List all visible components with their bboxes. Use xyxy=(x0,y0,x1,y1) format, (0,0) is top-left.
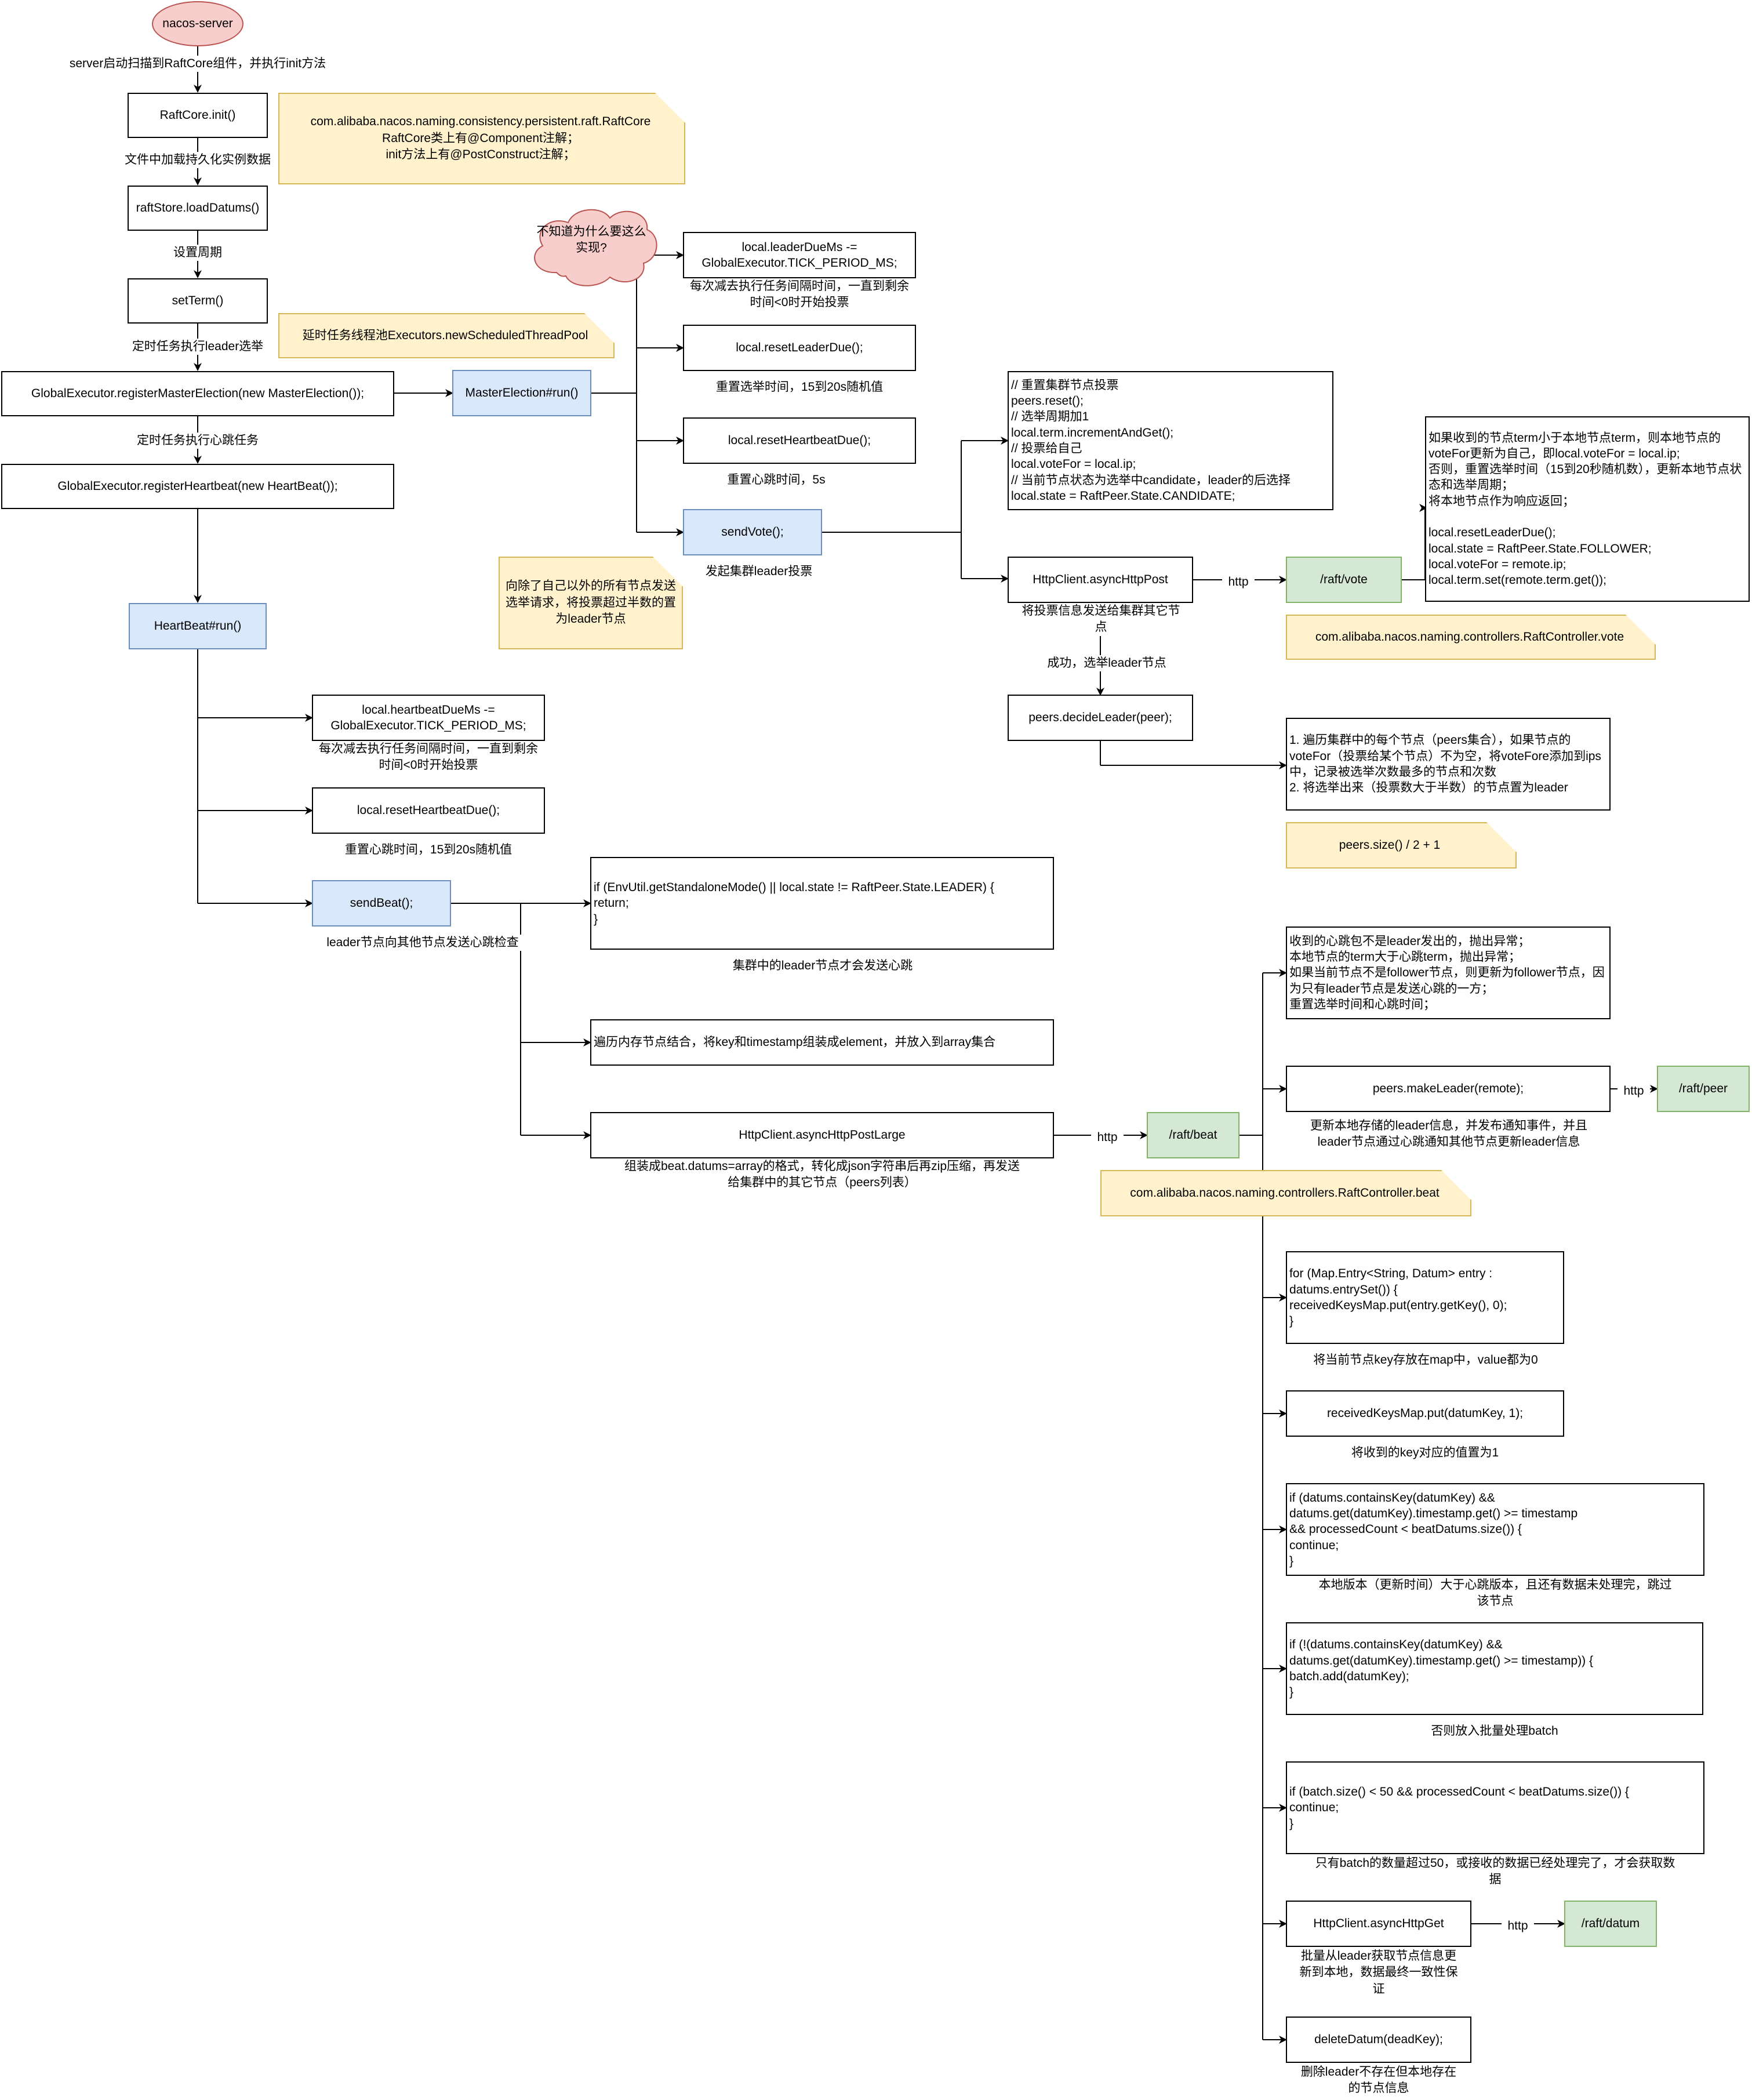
received-put-node: receivedKeysMap.put(datumKey, 1); xyxy=(1286,1390,1564,1437)
raft-datum-endpoint: /raft/datum xyxy=(1564,1901,1657,1947)
leader-due-ms-node: local.leaderDueMs -= GlobalExecutor.TICK… xyxy=(683,232,916,278)
nacos-server-start: nacos-server xyxy=(152,1,243,46)
if-contains-node: if (datums.containsKey(datumKey) && datu… xyxy=(1286,1483,1704,1576)
note-raftcore-component: com.alibaba.nacos.naming.consistency.per… xyxy=(278,93,685,184)
label-received-put-desc: 将收到的key对应的值置为1 xyxy=(1286,1445,1564,1462)
label-heartbeat-due-desc: 每次减去执行任务间隔时间，一直到剩余 时间<0时开始投票 xyxy=(300,741,557,774)
decide-leader-node: peers.decideLeader(peer); xyxy=(1008,695,1193,741)
question-cloud-text: 不知道为什么要这么 实现? xyxy=(536,225,646,255)
note-vote-to-others: 向除了自己以外的所有节点发送选举请求，将投票超过半数的置为leader节点 xyxy=(499,557,683,649)
label-http-4: http xyxy=(1502,1918,1534,1935)
label-for-entry-desc: 将当前节点key存放在map中，value都为0 xyxy=(1274,1352,1577,1369)
label-reset-leader-desc: 重置选举时间，15到20s随机值 xyxy=(695,379,904,396)
label-post-large-desc: 组装成beat.datums=array的格式，转化成json字符串后再zip压… xyxy=(590,1158,1054,1191)
traverse-datums-node: 遍历内存节点结合，将key和timestamp组装成element，并放入到ar… xyxy=(590,1019,1054,1066)
master-election-run-node: MasterElection#run() xyxy=(452,370,591,416)
raftstore-load-node: raftStore.loadDatums() xyxy=(128,186,268,231)
label-async-post-vote-desc: 将投票信息发送给集群其它节 点 xyxy=(996,603,1206,636)
delete-datum-node: deleteDatum(deadKey); xyxy=(1286,2017,1471,2063)
note-raft-controller-beat: com.alibaba.nacos.naming.controllers.Raf… xyxy=(1100,1170,1471,1216)
set-term-node: setTerm() xyxy=(128,278,268,324)
standalone-check-node: if (EnvUtil.getStandaloneMode() || local… xyxy=(590,857,1054,950)
question-cloud-shape xyxy=(534,209,657,286)
if-batch-size-node: if (batch.size() < 50 && processedCount … xyxy=(1286,1761,1704,1854)
for-entry-node: for (Map.Entry<String, Datum> entry : da… xyxy=(1286,1251,1564,1344)
decide-leader-desc-node: 1. 遍历集群中的每个节点（peers集合），如果节点的voteFor（投票给某… xyxy=(1286,718,1611,811)
vote-code-node: // 重置集群节点投票 peers.reset(); // 选举周期加1 loc… xyxy=(1008,371,1333,510)
label-delete-datum-desc: 删除leader不存在但本地存在 的节点信息 xyxy=(1280,2064,1477,2097)
label-standalone-desc: 集群中的leader节点才会发送心跳 xyxy=(706,958,939,975)
label-http-2: http xyxy=(1091,1129,1124,1146)
label-set-period: 设置周期 xyxy=(157,245,239,261)
label-if-not-contains-desc: 否则放入批量处理batch xyxy=(1355,1723,1634,1740)
label-send-vote-desc: 发起集群leader投票 xyxy=(683,564,835,580)
label-success-elect: 成功，选举leader节点 xyxy=(1025,655,1188,672)
note-majority: peers.size() / 2 + 1 xyxy=(1286,822,1517,869)
async-http-get-node: HttpClient.asyncHttpGet xyxy=(1286,1901,1471,1947)
label-server-scan: server启动扫描到RaftCore组件，并执行init方法 xyxy=(52,56,343,72)
reset-heartbeat-due-node-2: local.resetHeartbeatDue(); xyxy=(312,787,545,834)
label-load-file: 文件中加载持久化实例数据 xyxy=(104,152,291,169)
label-timer-leader: 定时任务执行leader选举 xyxy=(116,339,279,355)
label-if-batch-desc: 只有batch的数量超过50，或接收的数据已经处理完了，才会获取数 据 xyxy=(1286,1855,1704,1888)
label-timer-heartbeat: 定时任务执行心跳任务 xyxy=(122,433,274,449)
label-if-contains-desc: 本地版本（更新时间）大于心跳版本，且还有数据未处理完，跳过 该节点 xyxy=(1286,1577,1704,1610)
heartbeat-due-ms-node: local.heartbeatDueMs -= GlobalExecutor.T… xyxy=(312,695,545,741)
raft-peer-endpoint: /raft/peer xyxy=(1657,1066,1750,1112)
label-http-3: http xyxy=(1617,1083,1650,1100)
label-leader-due-desc: 每次减去执行任务间隔时间，一直到剩余 时间<0时开始投票 xyxy=(671,278,928,311)
raft-vote-endpoint: /raft/vote xyxy=(1286,557,1402,603)
vote-handler-node: 如果收到的节点term小于本地节点term，则本地节点的voteFor更新为自己… xyxy=(1425,416,1750,602)
beat-checks-node: 收到的心跳包不是leader发出的，抛出异常； 本地节点的term大于心跳ter… xyxy=(1286,927,1611,1019)
reset-leader-due-node: local.resetLeaderDue(); xyxy=(683,325,916,371)
label-async-get-desc: 批量从leader获取节点信息更 新到本地，数据最终一致性保 证 xyxy=(1280,1948,1477,1998)
label-reset-heartbeat-desc-1: 重置心跳时间，5s xyxy=(706,472,846,489)
async-http-post-vote-node: HttpClient.asyncHttpPost xyxy=(1008,557,1193,603)
raft-beat-endpoint: /raft/beat xyxy=(1147,1112,1240,1158)
label-http-1: http xyxy=(1222,574,1255,591)
note-raft-controller-vote: com.alibaba.nacos.naming.controllers.Raf… xyxy=(1286,615,1656,660)
label-reset-heartbeat-desc-2: 重置心跳时间，15到20s随机值 xyxy=(323,842,533,859)
register-heartbeat-node: GlobalExecutor.registerHeartbeat(new Hea… xyxy=(1,464,394,509)
if-not-contains-node: if (!(datums.containsKey(datumKey) && da… xyxy=(1286,1622,1703,1715)
send-vote-node: sendVote(); xyxy=(683,509,822,555)
heartbeat-run-node: HeartBeat#run() xyxy=(129,603,267,649)
async-http-post-large-node: HttpClient.asyncHttpPostLarge xyxy=(590,1112,1054,1158)
label-make-leader-desc: 更新本地存储的leader信息，并发布通知事件，并且 leader节点通过心跳通… xyxy=(1274,1118,1623,1151)
reset-heartbeat-due-node-1: local.resetHeartbeatDue(); xyxy=(683,417,916,464)
raftcore-init-node: RaftCore.init() xyxy=(128,93,268,138)
label-send-beat-desc: leader节点向其他节点发送心跳检查 xyxy=(306,935,539,951)
make-leader-node: peers.makeLeader(remote); xyxy=(1286,1066,1611,1112)
register-master-election-node: GlobalExecutor.registerMasterElection(ne… xyxy=(1,371,394,416)
note-scheduled-pool: 延时任务线程池Executors.newScheduledThreadPool xyxy=(278,313,615,358)
send-beat-node: sendBeat(); xyxy=(312,880,451,927)
